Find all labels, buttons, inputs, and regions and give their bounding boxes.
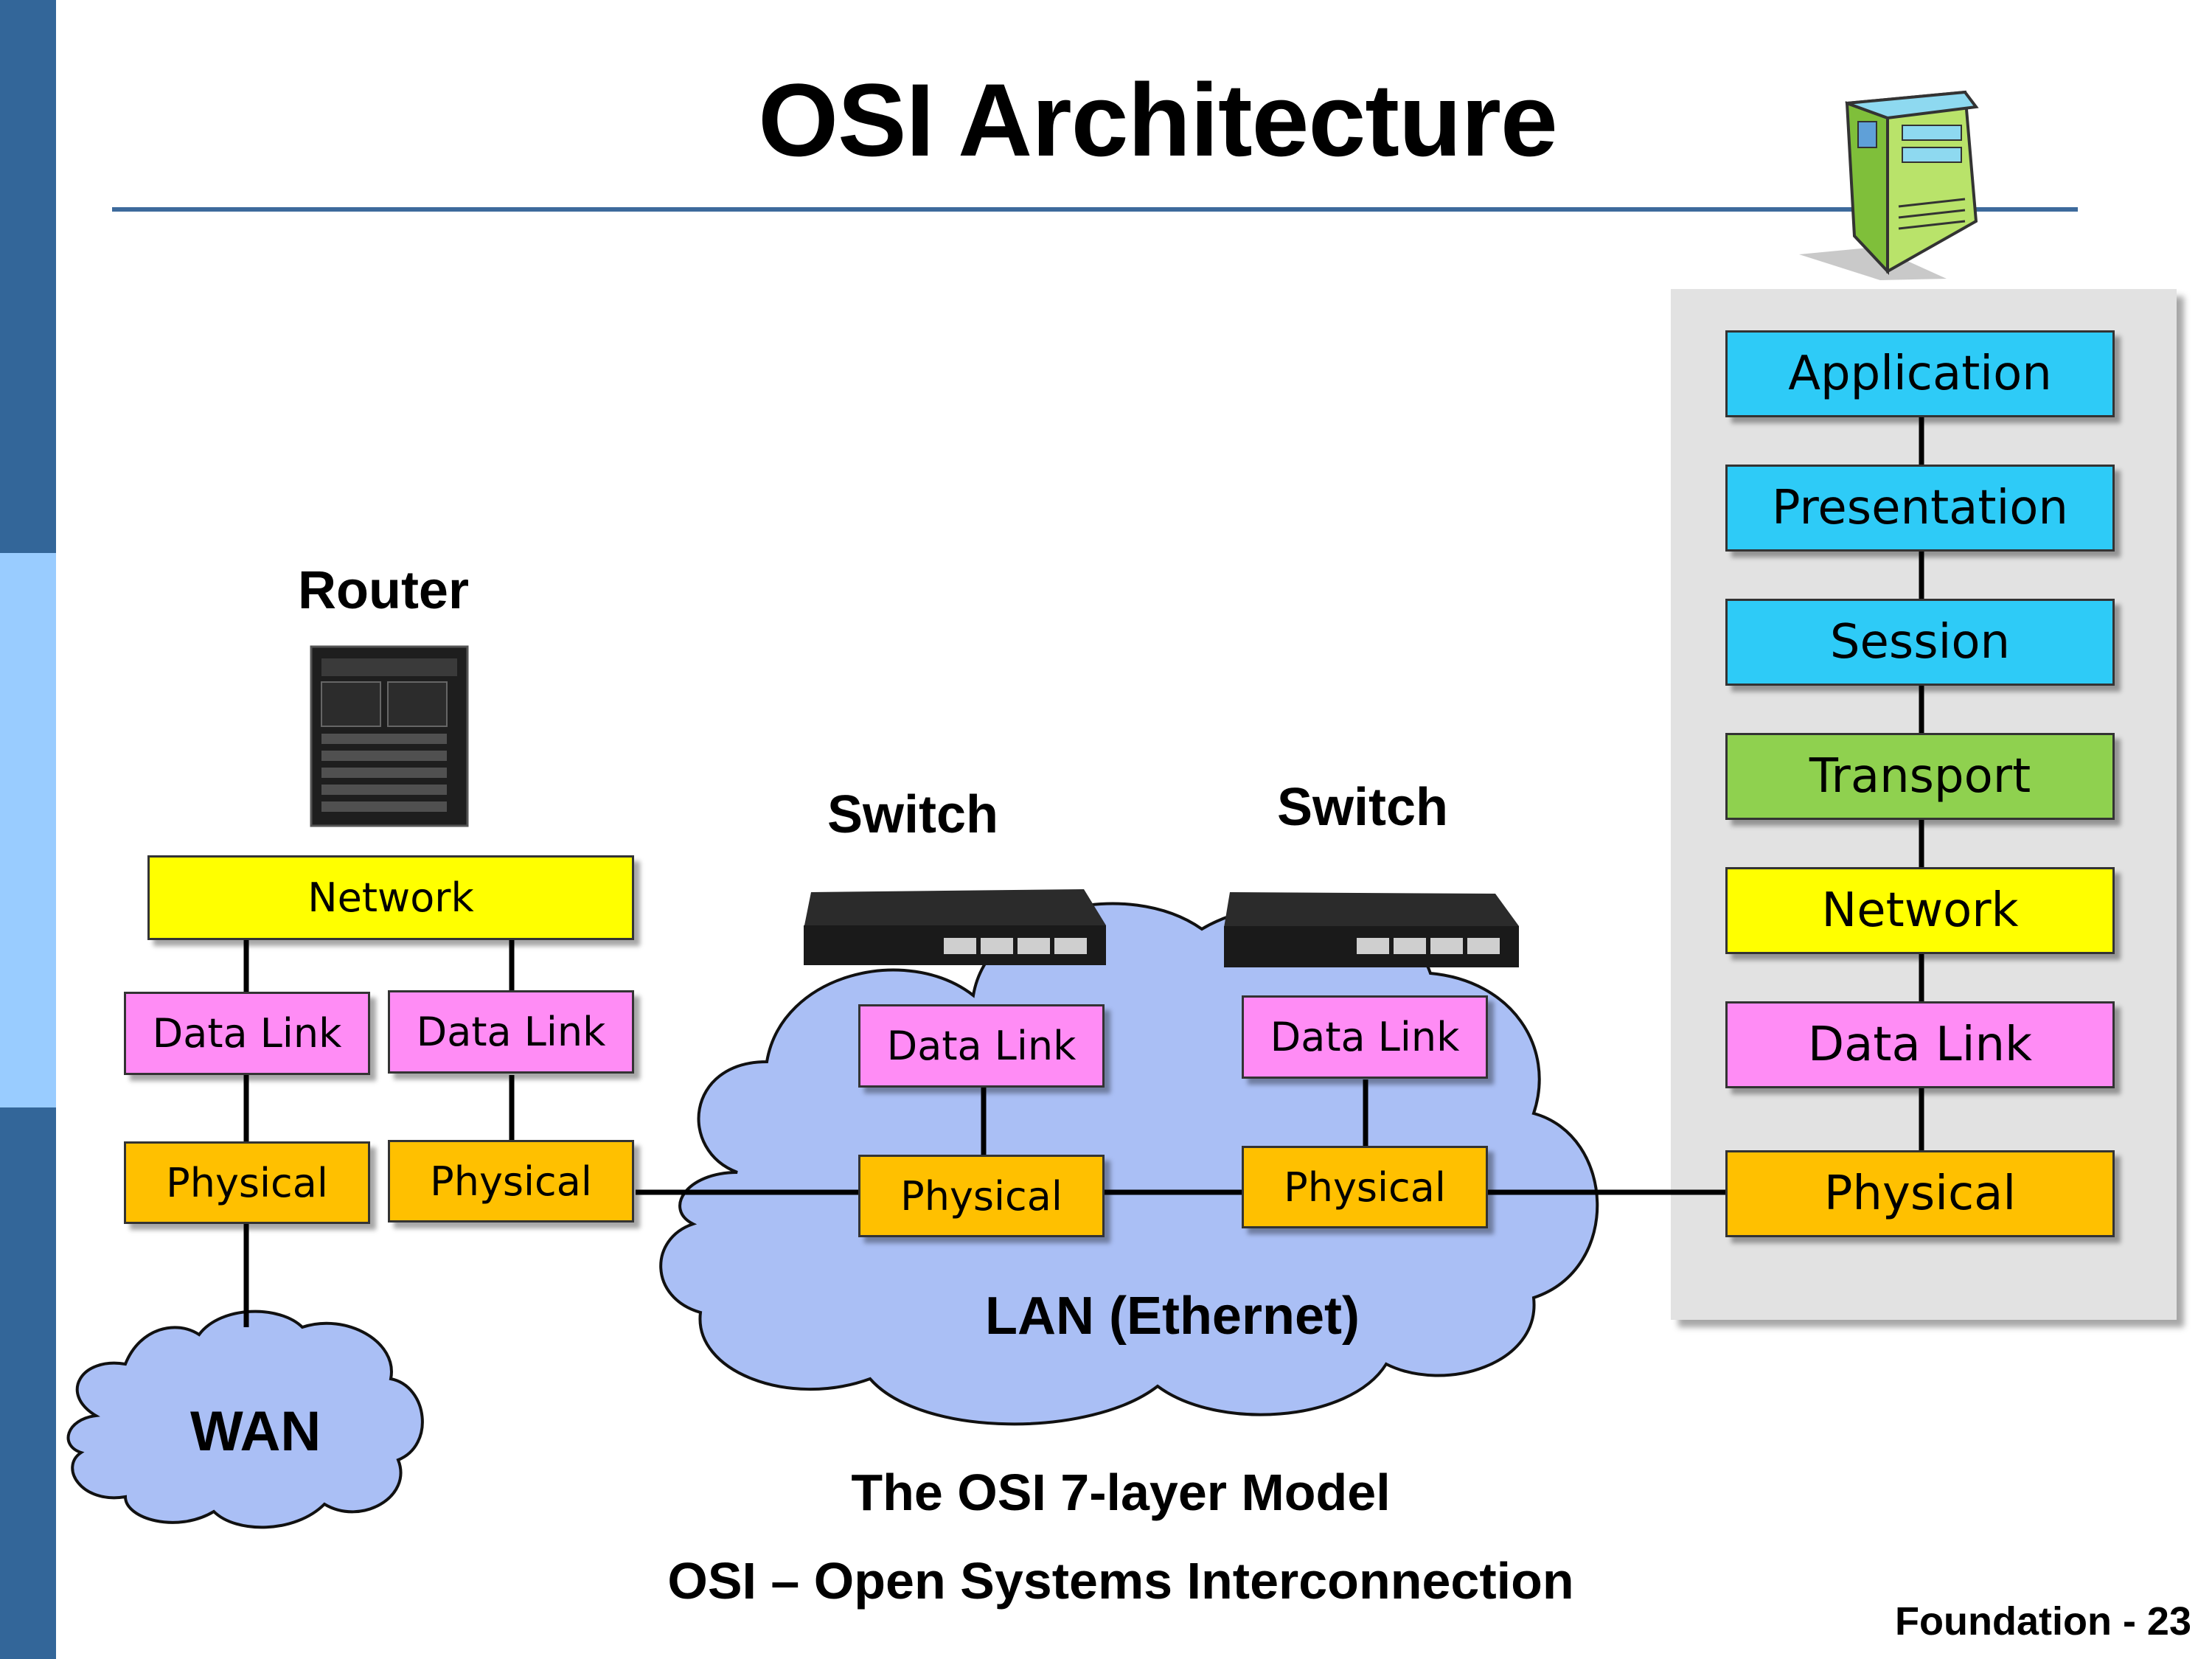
router-physical-left: Physical (124, 1141, 370, 1224)
switch-2-physical: Physical (1242, 1146, 1488, 1228)
caption-osi: OSI – Open Systems Interconnection (667, 1552, 1574, 1610)
router-datalink-right: Data Link (388, 990, 634, 1074)
layer-data-link: Data Link (1725, 1001, 2115, 1088)
layer-session: Session (1725, 599, 2115, 686)
router-network-layer: Network (147, 855, 634, 940)
caption-model: The OSI 7-layer Model (851, 1464, 1391, 1521)
router-physical-right: Physical (388, 1140, 634, 1222)
slide-footer: Foundation - 23 (1895, 1599, 2191, 1644)
router-label: Router (298, 561, 469, 620)
wan-cloud (66, 1310, 424, 1529)
switch-2-label: Switch (1277, 778, 1449, 837)
router-chassis-icon (310, 645, 469, 827)
sidebar-band-bottom (0, 1107, 56, 1659)
switch-2-datalink: Data Link (1242, 995, 1488, 1079)
layer-transport: Transport (1725, 733, 2115, 820)
title-divider (112, 207, 2078, 212)
page-title: OSI Architecture (758, 62, 1558, 178)
ethernet-switch-icon (804, 889, 1106, 965)
layer-presentation: Presentation (1725, 465, 2115, 552)
sidebar-band-middle (0, 553, 56, 1107)
sidebar-band-top (0, 0, 56, 553)
layer-physical: Physical (1725, 1150, 2115, 1237)
router-datalink-left: Data Link (124, 992, 370, 1075)
switch-1-physical: Physical (858, 1155, 1105, 1237)
lan-label: LAN (Ethernet) (985, 1287, 1360, 1346)
wan-label: WAN (190, 1400, 321, 1463)
server-tower-icon (1799, 90, 1979, 280)
layer-network: Network (1725, 867, 2115, 954)
switch-1-datalink: Data Link (858, 1004, 1105, 1088)
ethernet-switch-icon (1224, 892, 1519, 967)
layer-application: Application (1725, 330, 2115, 417)
switch-1-label: Switch (827, 785, 999, 844)
